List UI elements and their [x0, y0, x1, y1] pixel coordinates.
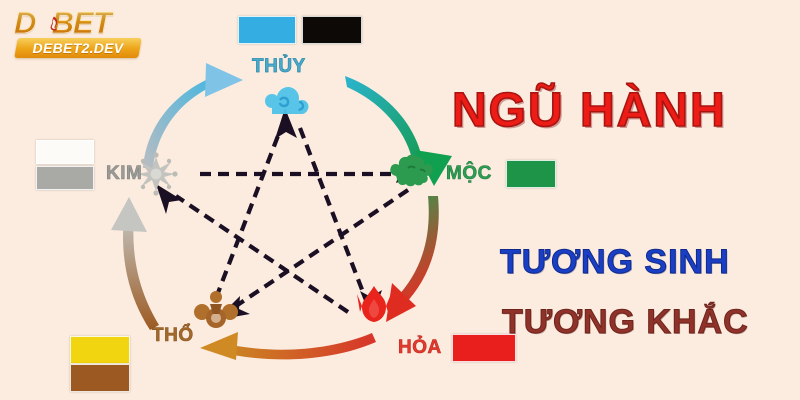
- arrowhead-hoa-to-kim: [156, 184, 182, 214]
- swatch-green: [506, 160, 556, 188]
- logo-letter-d: D: [14, 5, 37, 40]
- metal-star-icon: [134, 152, 178, 196]
- page-title: NGŨ HÀNH: [451, 83, 727, 138]
- element-label-hoa: HỎA: [398, 337, 442, 359]
- site-logo[interactable]: DxBET DEBET2.DEV: [14, 5, 144, 62]
- logo-wordmark: DxBET: [14, 5, 144, 40]
- legend-generating-cycle: TƯƠNG SINH: [500, 243, 730, 282]
- swatch-white: [36, 140, 94, 164]
- overcoming-star-arrows: [174, 127, 410, 314]
- tree-leaf-icon: [390, 154, 433, 187]
- water-wave-icon: [265, 87, 309, 114]
- logo-flame-icon: [50, 16, 58, 31]
- swatch-yellow: [70, 336, 130, 364]
- swatch-brown: [70, 364, 130, 392]
- swatch-light-blue: [238, 16, 296, 44]
- element-label-kim: KIM: [106, 163, 143, 185]
- arrow-overcoming-hoa-to-kim: [174, 194, 350, 314]
- element-label-tho: THỔ: [152, 325, 194, 347]
- swatch-red: [452, 334, 516, 362]
- overcoming-arrowheads: [156, 108, 420, 320]
- element-label-moc: MỘC: [446, 163, 492, 185]
- earth-mound-icon: [194, 291, 238, 328]
- arrow-overcoming-moc-to-tho: [234, 188, 410, 308]
- arrow-overcoming-thuy-to-hoa: [298, 127, 368, 301]
- logo-word-bet: BET: [51, 5, 112, 40]
- swatch-gray: [36, 166, 94, 190]
- element-label-thuy: THỦY: [252, 56, 306, 78]
- arrow-generating-tho-to-kim: [111, 197, 159, 330]
- arrow-generating-hoa-to-tho: [200, 332, 376, 360]
- legend-overcoming-cycle: TƯƠNG KHẮC: [502, 303, 749, 342]
- arrow-overcoming-tho-to-thuy: [214, 127, 283, 299]
- arrow-generating-moc-to-hoa: [386, 196, 439, 322]
- arrow-generating-kim-to-thuy: [143, 63, 243, 168]
- arrowhead-tho-to-thuy: [275, 108, 297, 139]
- swatch-black: [302, 16, 362, 44]
- flame-icon: [357, 286, 391, 322]
